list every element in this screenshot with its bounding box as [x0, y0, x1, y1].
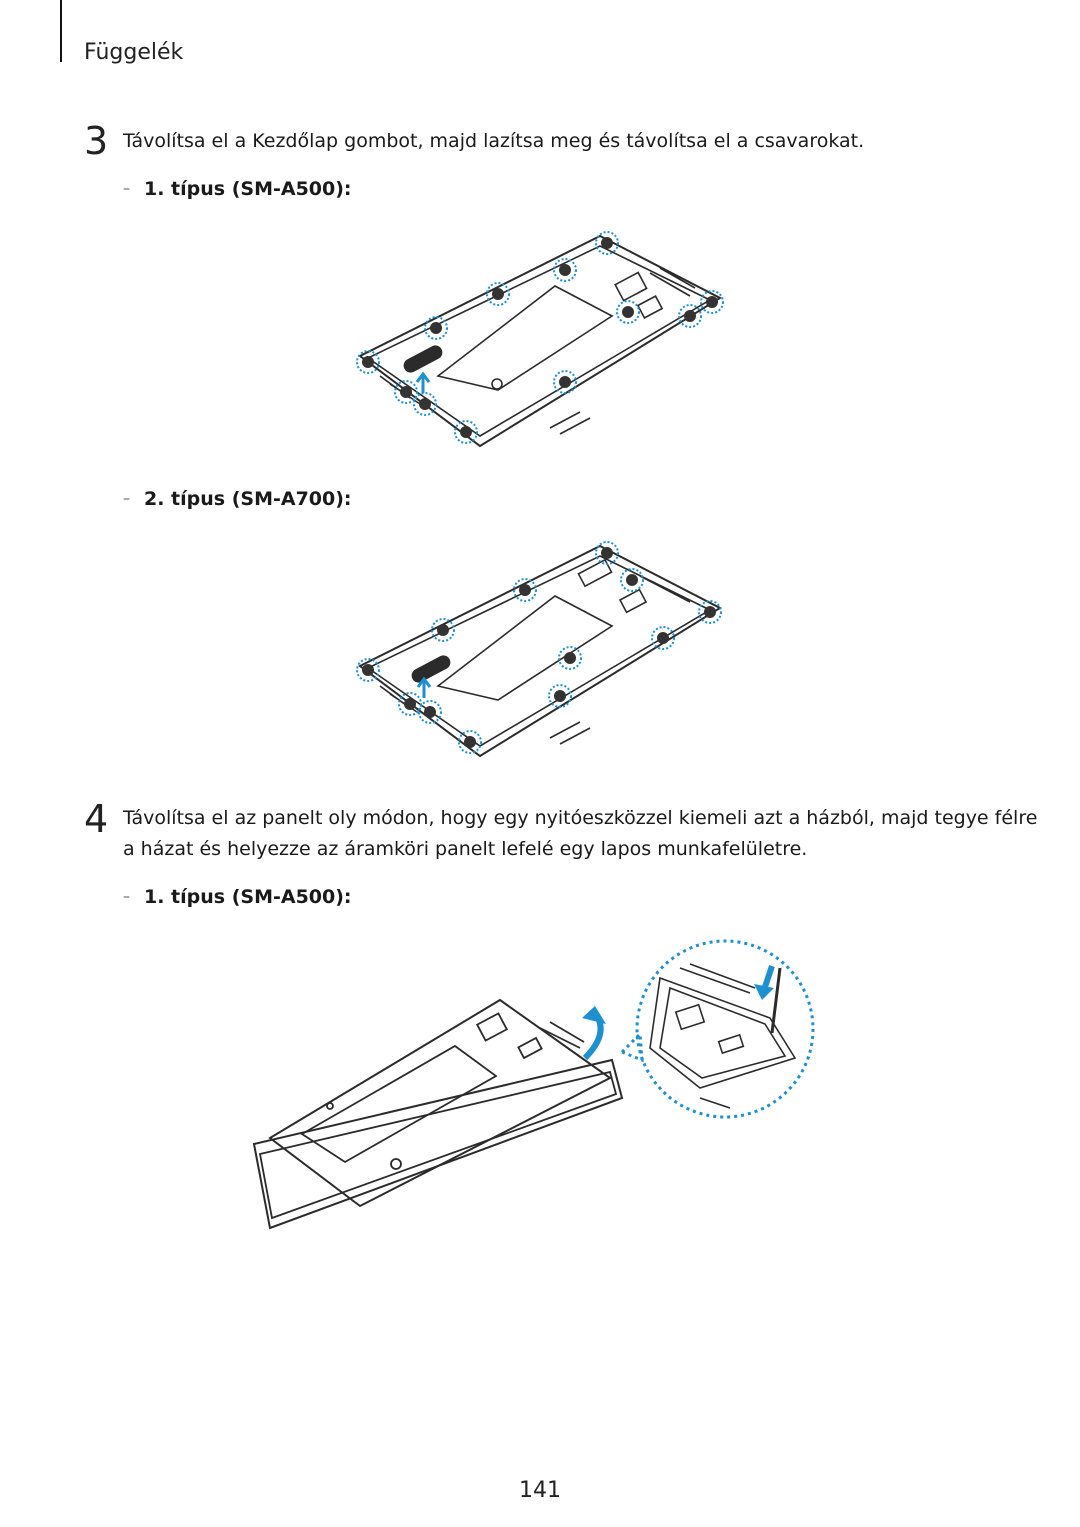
step-4-text-line-2: a házat és helyezze az áramköri panelt l… — [123, 838, 808, 860]
variant-label: 1. típus (SM-A500): — [144, 886, 352, 908]
dash: – — [123, 181, 130, 197]
step-4-text-line-1: Távolítsa el az panelt oly módon, hogy e… — [123, 807, 1038, 829]
dash: – — [123, 889, 130, 905]
figure-sm-a500-screws — [356, 231, 724, 448]
figure-sm-a700-screws — [356, 541, 723, 758]
figure-panel-removal — [252, 939, 815, 1230]
variant-label: 1. típus (SM-A500): — [144, 178, 352, 200]
dash: – — [123, 491, 130, 507]
step-4-variant-1-label: –1. típus (SM-A500): — [123, 886, 352, 908]
step-3-variant-1-label: –1. típus (SM-A500): — [123, 178, 352, 200]
variant-label: 2. típus (SM-A700): — [144, 488, 352, 510]
step-3-text: Távolítsa el a Kezdőlap gombot, majd laz… — [123, 130, 865, 152]
step-3-number: 3 — [84, 119, 109, 163]
page-number: 141 — [519, 1478, 561, 1503]
step-4-number: 4 — [84, 797, 109, 841]
step-3-variant-2-label: –2. típus (SM-A700): — [123, 488, 352, 510]
section-title: Függelék — [84, 40, 184, 65]
header-rule — [60, 0, 62, 62]
